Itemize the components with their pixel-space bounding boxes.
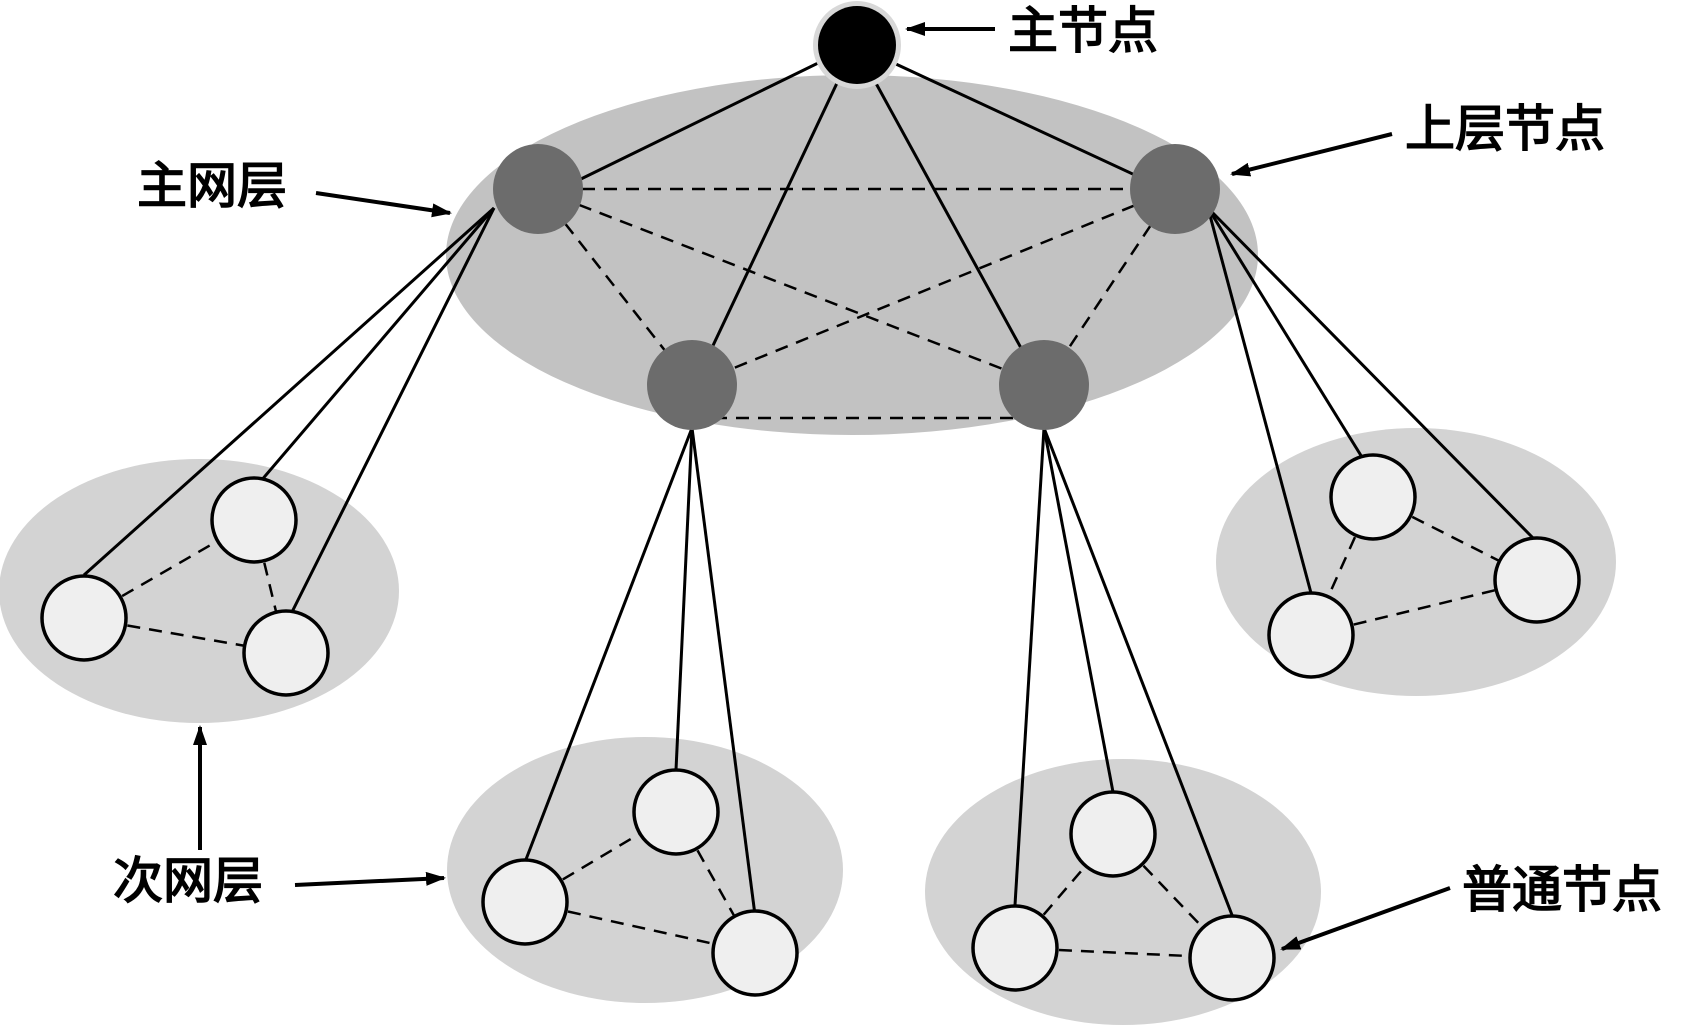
upper-node-label: 上层节点: [1405, 99, 1605, 158]
normal-node-arrow: [1280, 886, 1451, 951]
upper-node: [1130, 144, 1220, 234]
normal-node: [40, 574, 128, 662]
normal-node: [1493, 536, 1581, 624]
normal-node: [210, 476, 298, 564]
upper-node: [493, 144, 583, 234]
root-node: [813, 1, 901, 89]
label-arrows: [193, 22, 1451, 951]
normal-node: [971, 904, 1059, 992]
normal-node: [242, 609, 330, 697]
normal-nodes: [40, 453, 1581, 1002]
labels: 主节点 上层节点 主网层 次网层 普通节点: [113, 1, 1662, 919]
normal-node: [1069, 790, 1157, 878]
main-layer-label: 主网层: [137, 156, 287, 215]
main-layer-ellipse: [446, 75, 1258, 435]
upper-node: [647, 340, 737, 430]
normal-node: [481, 858, 569, 946]
normal-node: [632, 768, 720, 856]
root-node-label: 主节点: [1008, 1, 1158, 60]
normal-node-label: 普通节点: [1462, 860, 1662, 919]
upper-node-arrow: [1230, 132, 1393, 177]
normal-node: [1267, 591, 1355, 679]
sub-layer-label: 次网层: [113, 851, 263, 910]
solid-links: [82, 43, 1537, 916]
normal-node: [1329, 453, 1417, 541]
normal-node: [1188, 914, 1276, 1002]
upper-nodes: [493, 144, 1220, 430]
main-layer-arrow: [315, 191, 452, 218]
sub-layer-arrow-right: [294, 871, 446, 887]
upper-node: [999, 340, 1089, 430]
normal-node: [711, 909, 799, 997]
